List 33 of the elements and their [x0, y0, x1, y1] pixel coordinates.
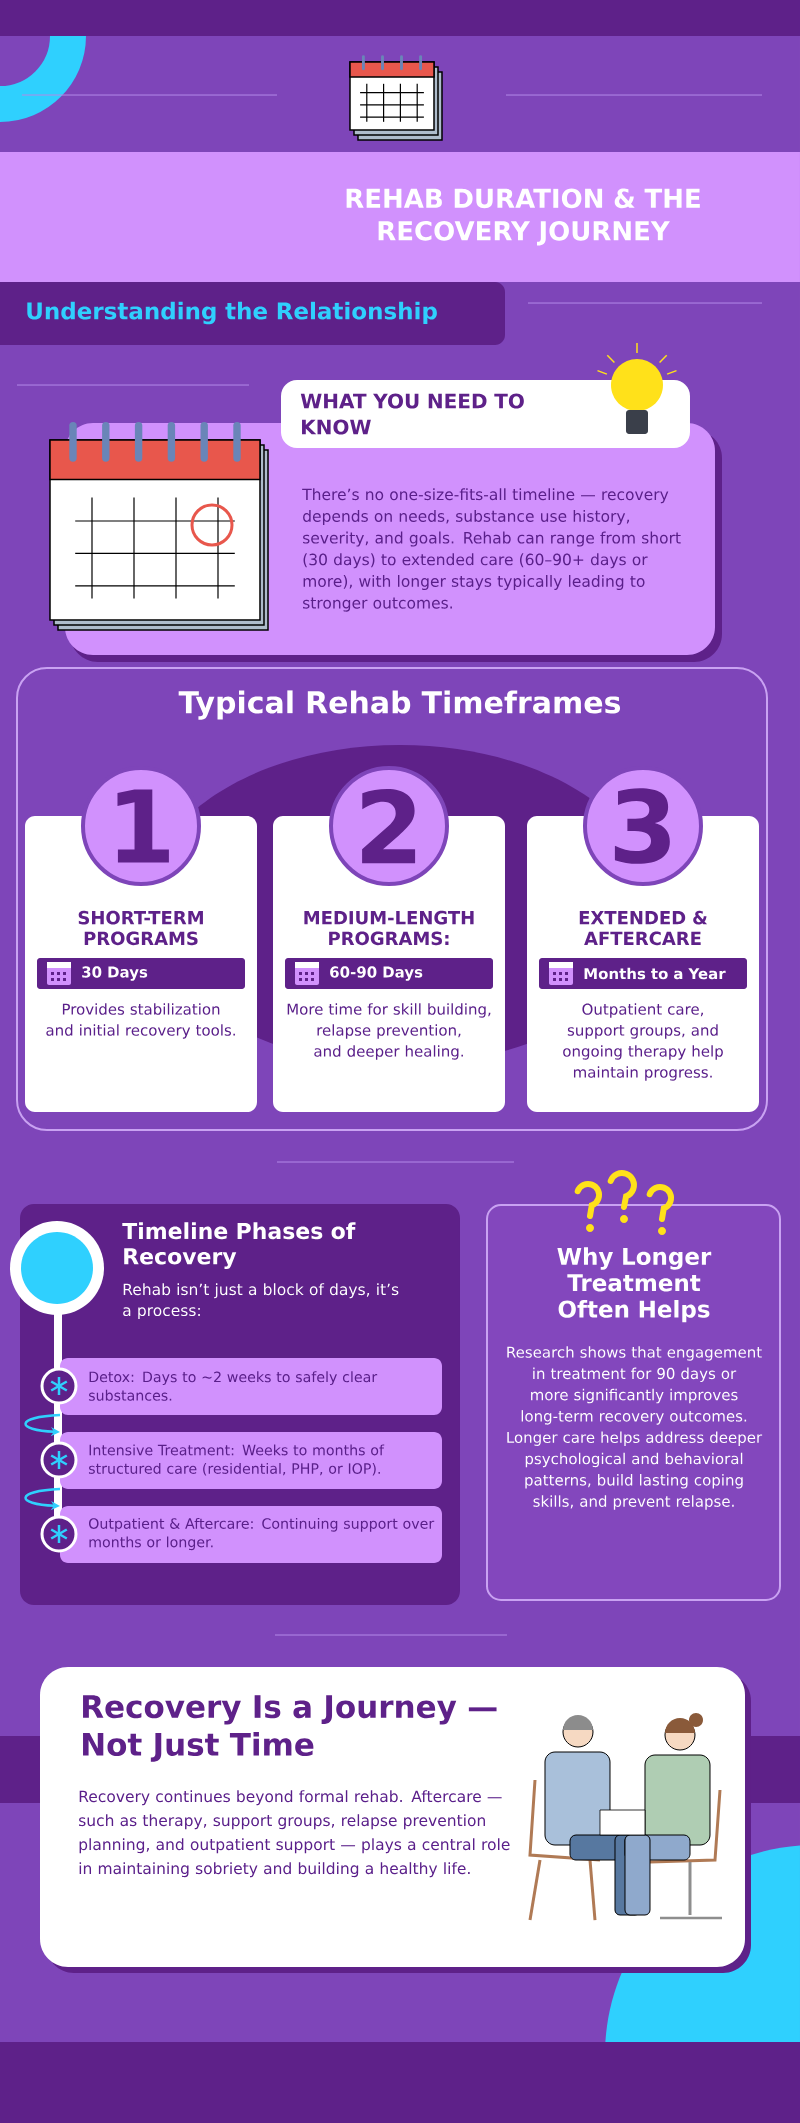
card-heading: MEDIUM-LENGTH PROGRAMS: — [304, 910, 474, 946]
phase-text: Outpatient & Aftercare: Continuing support over months or longer. — [89, 1517, 435, 1551]
summary-card — [40, 1667, 751, 1973]
step-number: 2 — [362, 788, 416, 864]
step-number: 3 — [614, 788, 670, 864]
card-heading: Recovery Is a Journey — Not Just Time — [83, 1695, 497, 1762]
timeframes-panel — [16, 667, 768, 1131]
card-text: More time for skill building, relapse prevention, and deeper healing. — [287, 1003, 491, 1060]
title: REHAB DURATION & THE RECOVERY JOURNEY — [346, 188, 700, 246]
phase-box — [40, 1506, 442, 1563]
panel-text: Research shows that engagement in treatment for 90 days or more significantly improves long-term recovery outcomes. Longer care helps address deeper psychological and behavioral patterns, build lasting coping skills, and prevent relapse. — [507, 1346, 763, 1510]
duration-text: 30 Days — [82, 966, 148, 981]
body-text: There’s no one-size-fits-all timeline — recovery depends on needs, substance use history, severity, and goals. Rehab can range from short (30 days) to extended care (60–90+ days or more), with longer stays typically leading to stronger outcomes. — [302, 488, 681, 612]
panel-text: Rehab isn’t just a block of days, it’s a process: — [123, 1283, 399, 1320]
card-text: Provides stabilization and initial recovery tools. — [46, 1003, 235, 1039]
phase-box — [40, 1358, 442, 1415]
phase-text: Detox: Days to ~2 weeks to safely clear substances. — [88, 1371, 378, 1401]
info-panel — [486, 1204, 781, 1601]
program-card — [273, 766, 505, 1112]
card-heading: EXTENDED & AFTERCARE — [579, 910, 708, 946]
duration-text: 60-90 Days — [330, 966, 423, 981]
card-text: Recovery continues beyond formal rehab. Aftercare — such as therapy, support groups, relapse prevention planning, and outpatient support — plays a central role in maintaining sobriety and building a healthy life. — [79, 1790, 510, 1878]
card-text: Outpatient care, support groups, and ongoing therapy help maintain progress. — [563, 1003, 723, 1081]
phase-text: Intensive Treatment: Weeks to months of structured care (residential, PHP, or IOP). — [88, 1444, 385, 1476]
section-heading: Understanding the Relationship — [27, 301, 437, 325]
section-heading: Typical Rehab Timeframes — [178, 690, 621, 720]
duration-text: Months to a Year — [584, 967, 726, 980]
card-heading: WHAT YOU NEED TO KNOW — [300, 393, 524, 435]
panel-heading: Timeline Phases of Recovery — [122, 1222, 356, 1269]
phase-box — [40, 1432, 442, 1489]
step-number: 1 — [117, 789, 169, 863]
card-heading: SHORT-TERM PROGRAMS — [78, 910, 203, 946]
panel-heading: Why Longer Treatment Often Helps — [557, 1247, 712, 1323]
